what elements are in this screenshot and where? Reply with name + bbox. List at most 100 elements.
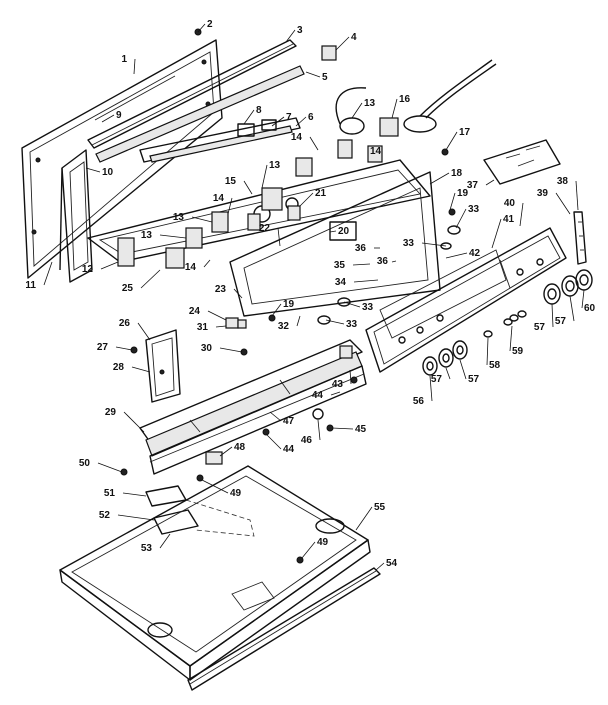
leader-line <box>115 346 133 351</box>
callout-57b: 57 <box>459 359 480 385</box>
leader-line <box>203 259 211 268</box>
callout-number: 22 <box>259 223 271 234</box>
callout-40: 40 <box>504 198 524 227</box>
leader-line <box>122 492 147 497</box>
leader-line <box>101 114 115 123</box>
callout-number: 31 <box>197 322 209 333</box>
callout-number: 57 <box>555 316 567 327</box>
callout-21: 21 <box>299 188 327 207</box>
callout-29: 29 <box>105 407 145 433</box>
callout-44a: 44 <box>312 390 341 401</box>
front-control-panel <box>365 227 567 373</box>
leader-line <box>197 23 206 33</box>
callout-number: 6 <box>308 112 314 123</box>
leader-line <box>455 208 467 229</box>
callout-number: 53 <box>141 543 153 554</box>
callout-number: 48 <box>234 442 246 453</box>
callout-38: 38 <box>557 176 579 211</box>
callout-58: 58 <box>486 337 501 371</box>
leader-line <box>219 347 243 353</box>
leader-line <box>551 303 554 328</box>
callout-19a: 19 <box>449 188 469 211</box>
callout-47: 47 <box>269 411 295 427</box>
leader-line <box>317 419 321 441</box>
leader-line <box>277 227 281 247</box>
callout-22: 22 <box>259 223 281 247</box>
callout-48: 48 <box>219 442 246 457</box>
callout-13c: 13 <box>173 212 213 223</box>
callout-57c: 57 <box>534 303 554 333</box>
callout-36a: 36 <box>355 243 380 254</box>
leader-line <box>285 29 296 43</box>
callout-number: 11 <box>25 280 36 291</box>
callout-number: 49 <box>230 488 242 499</box>
callout-14a: 14 <box>291 132 319 151</box>
callout-layer: 1234567891011121313131314141414151617181… <box>25 19 596 571</box>
callout-number: 33 <box>403 238 415 249</box>
leader-line <box>215 325 227 328</box>
callout-55: 55 <box>355 502 386 531</box>
callout-number: 51 <box>104 488 116 499</box>
callout-number: 57 <box>431 374 443 385</box>
callout-number: 7 <box>286 112 292 123</box>
callout-26: 26 <box>119 318 151 341</box>
callout-number: 44 <box>312 390 324 401</box>
callout-number: 5 <box>322 72 328 83</box>
callout-33d: 33 <box>325 319 358 330</box>
leader-line <box>233 288 243 299</box>
callout-60: 60 <box>581 289 596 314</box>
leader-line <box>391 98 398 119</box>
leader-line <box>445 131 458 151</box>
callout-number: 13 <box>364 98 376 109</box>
small-knobs <box>483 310 527 338</box>
leader-line <box>159 234 187 239</box>
callout-7: 7 <box>271 112 292 127</box>
callout-number: 59 <box>512 346 524 357</box>
callout-6: 6 <box>295 112 314 127</box>
callout-number: 60 <box>584 303 596 314</box>
callout-number: 4 <box>351 32 357 43</box>
callout-number: 26 <box>119 318 131 329</box>
callout-4: 4 <box>335 32 357 51</box>
callout-13d: 13 <box>141 230 187 241</box>
callout-number: 1 <box>121 54 127 65</box>
callout-13b: 13 <box>261 160 281 189</box>
callout-52: 52 <box>99 510 155 521</box>
callout-14d: 14 <box>185 259 211 273</box>
callout-number: 20 <box>338 226 350 237</box>
leader-line <box>355 506 373 531</box>
leader-line <box>421 242 447 247</box>
leader-line <box>85 167 101 173</box>
callout-number: 50 <box>79 458 91 469</box>
leader-line <box>581 289 585 309</box>
top-rods <box>87 39 305 163</box>
callout-number: 9 <box>116 110 122 121</box>
callout-17: 17 <box>445 127 471 151</box>
callout-24: 24 <box>189 306 227 321</box>
callout-number: 56 <box>413 396 425 407</box>
callout-number: 35 <box>334 260 346 271</box>
leader-line <box>271 116 285 127</box>
leader-line <box>269 411 282 422</box>
trim-strip <box>573 211 587 265</box>
callout-49a: 49 <box>201 479 242 499</box>
leader-line <box>43 261 53 286</box>
callout-number: 2 <box>207 19 213 30</box>
leader-line <box>335 36 350 51</box>
callout-number: 19 <box>457 188 469 199</box>
callout-35: 35 <box>334 260 371 271</box>
leader-line <box>349 369 352 385</box>
callout-42: 42 <box>445 248 481 259</box>
leader-line <box>201 479 229 494</box>
parts-artwork <box>21 28 593 691</box>
callout-number: 14 <box>213 193 225 204</box>
callout-10: 10 <box>85 167 114 178</box>
leader-line <box>243 109 255 125</box>
callout-number: 57 <box>534 322 546 333</box>
callout-number: 8 <box>256 105 262 116</box>
callout-number: 18 <box>451 168 463 179</box>
front-rail <box>139 339 367 475</box>
leader-line <box>309 136 319 151</box>
callout-45: 45 <box>331 424 367 435</box>
leader-line <box>137 322 151 341</box>
